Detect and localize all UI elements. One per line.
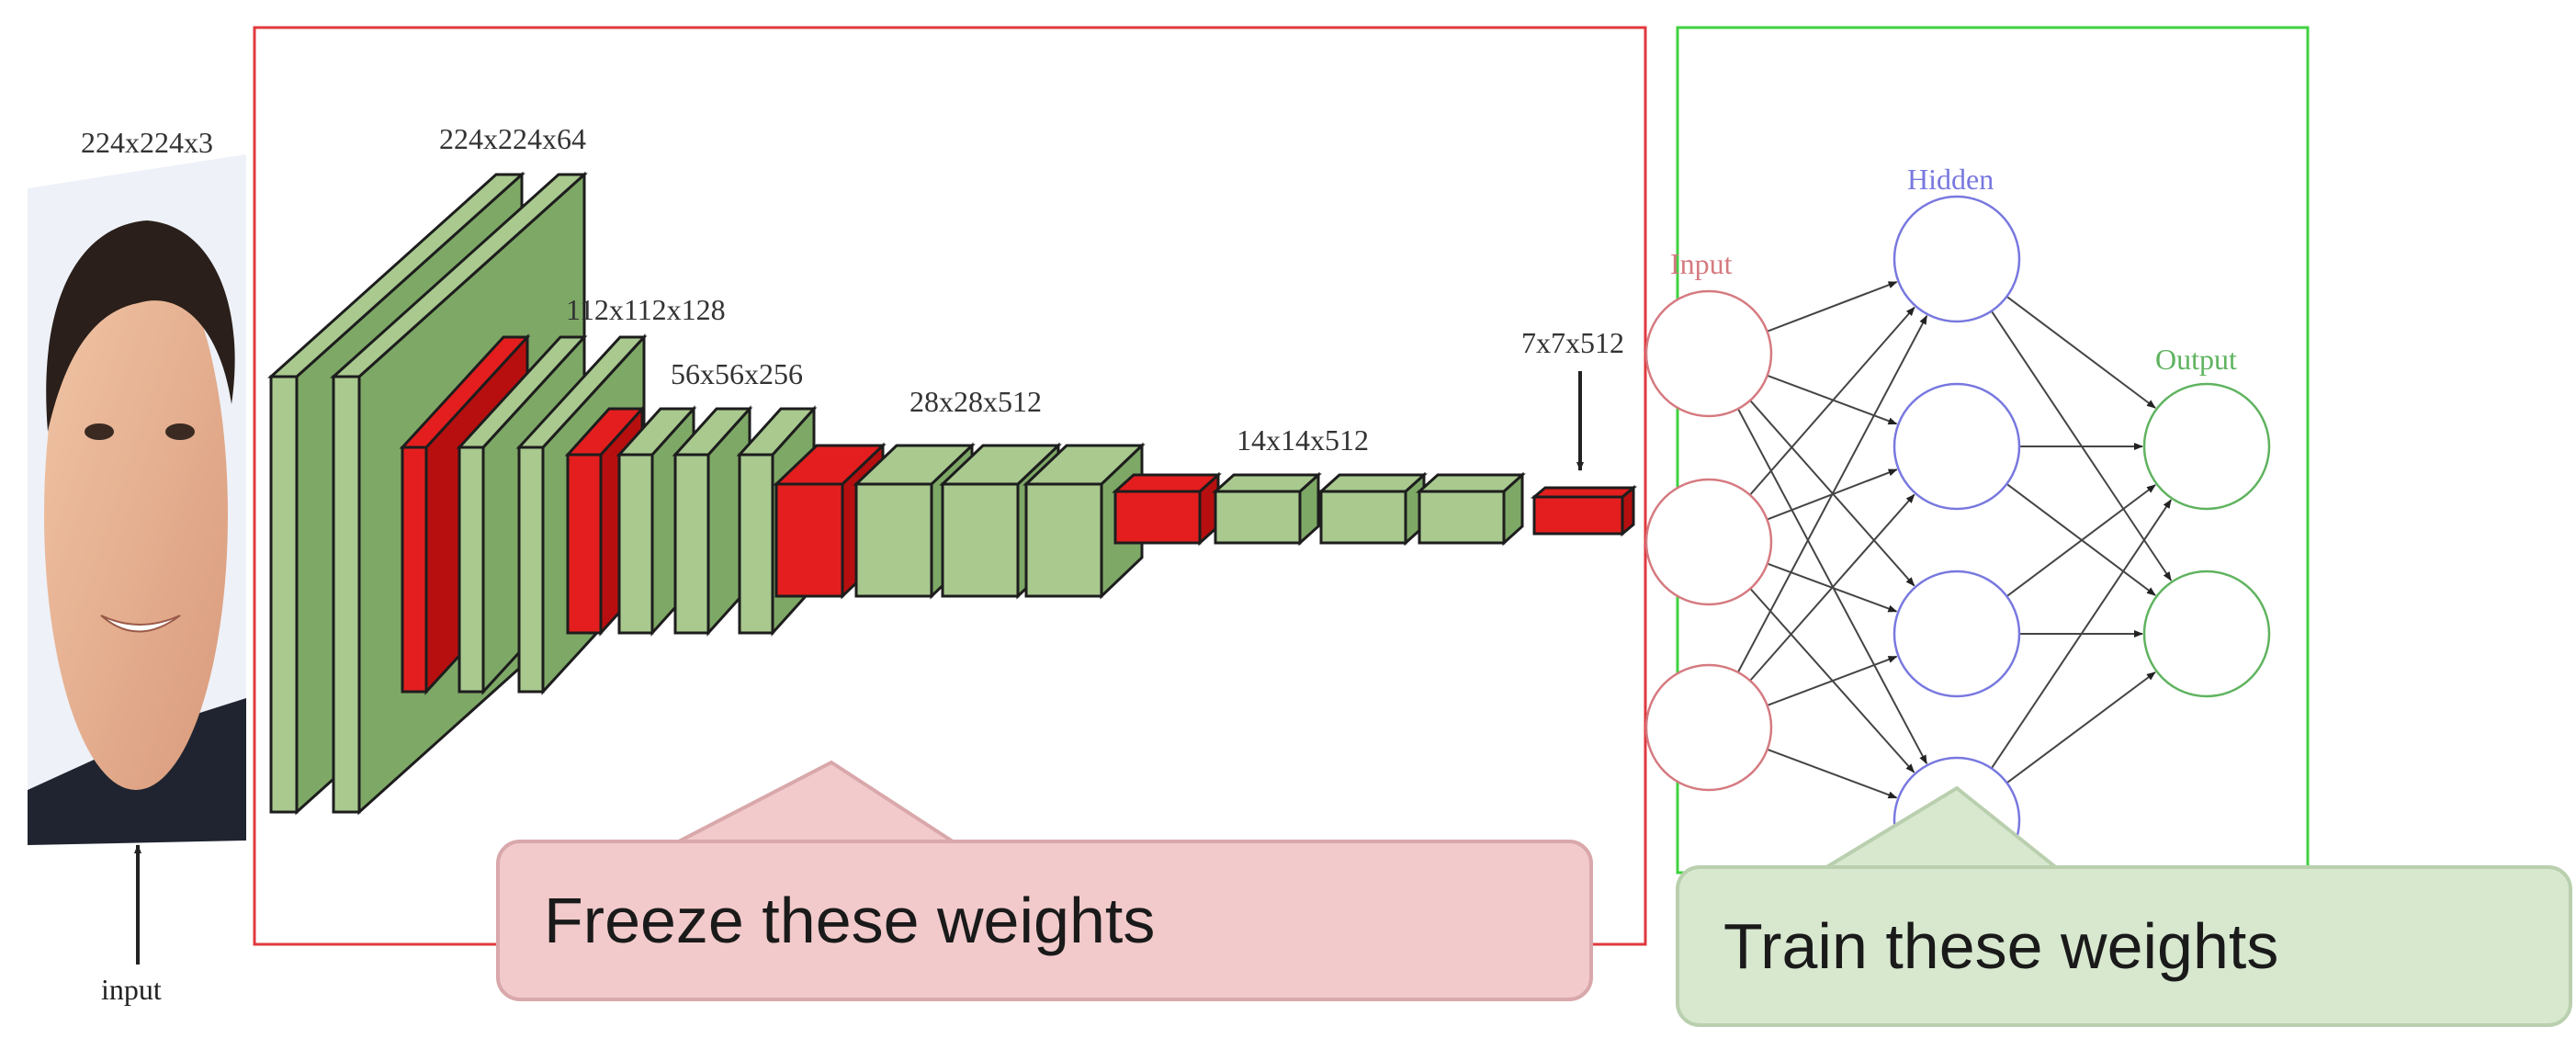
train-weights-text: Train these weights: [1723, 910, 2279, 982]
conv-layer-blocks: [267, 171, 1638, 816]
layer-dim-label-1: 224x224x64: [439, 122, 586, 155]
fc-hidden-node: [1892, 570, 2021, 698]
fc-output-node: [2142, 382, 2271, 511]
fc-edge-input-hidden: [1767, 374, 1898, 425]
input-caption: input: [101, 973, 162, 1006]
fc-edge-input-hidden: [1749, 306, 1915, 496]
fc-hidden-node: [1892, 382, 2021, 511]
freeze-weights-text: Freeze these weights: [544, 885, 1156, 956]
fc-output-node: [2142, 570, 2271, 698]
fc-edge-input-hidden: [1767, 748, 1898, 799]
fc-input-node: [1644, 478, 1773, 606]
fc-edge-hidden-output: [2005, 671, 2156, 784]
conv-block-5b: [1317, 471, 1428, 547]
fc-edge-hidden-output: [1990, 499, 2172, 770]
fc-edge-input-hidden: [1736, 314, 1928, 673]
fc-input-node: [1644, 663, 1773, 792]
freeze-weights-callout: Freeze these weights: [496, 840, 1593, 1001]
train-weights-callout: Train these weights: [1676, 865, 2572, 1027]
fc-edge-input-hidden: [1767, 655, 1898, 706]
fc-edge-hidden-output: [2005, 295, 2156, 409]
input-dim-label: 224x224x3: [81, 126, 213, 159]
fc-output-label: Output: [2155, 343, 2237, 376]
fc-edge-hidden-output: [2005, 484, 2156, 598]
fc-input-node: [1644, 289, 1773, 418]
input-photo: [28, 154, 246, 845]
fc-edge-input-hidden: [1749, 493, 1915, 682]
fc-edge-input-hidden: [1767, 281, 1898, 333]
fc-hidden-node: [1892, 756, 2021, 885]
layer-dim-label-2: 112x112x128: [566, 293, 726, 326]
fc-hidden-label: Hidden: [1907, 163, 1994, 196]
conv-block-5c: [1416, 471, 1526, 547]
fully-connected-network: [1644, 195, 2271, 885]
layer-dim-label-6: 7x7x512: [1521, 326, 1624, 359]
layer-dim-label-5: 14x14x512: [1237, 423, 1369, 457]
conv-block-5a: [1212, 471, 1322, 547]
pool-block-5: [1530, 484, 1638, 537]
layer-dim-label-4: 28x28x512: [910, 385, 1042, 418]
layer-dim-label-3: 56x56x256: [671, 357, 803, 390]
fc-input-label: Input: [1670, 247, 1733, 280]
fc-hidden-node: [1892, 195, 2021, 323]
pool-block-4: [1112, 471, 1222, 547]
